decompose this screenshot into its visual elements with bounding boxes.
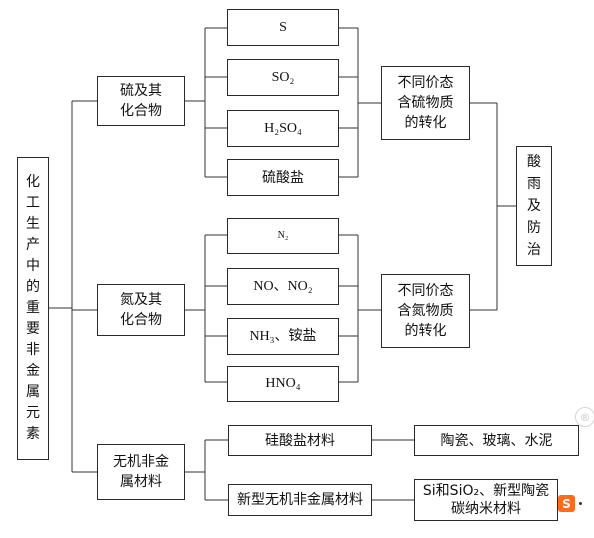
branch-nitrogen-box: 氮及其 化合物 — [97, 284, 185, 336]
acid-rain-char: 防 — [527, 220, 541, 236]
root-topic-box: 化工生产中的重要非金属元素 — [17, 157, 49, 460]
root-topic-char: 工 — [26, 195, 40, 211]
nitrogen-item-n2: N₂ — [227, 218, 339, 254]
transform-sulfur-line-2: 含硫物质 — [397, 95, 454, 111]
branch-inorganic-line-1: 无机非金 — [113, 454, 169, 470]
branch-sulfur-line-2: 化合物 — [120, 103, 162, 119]
example-new-inorganic-line-1: Si和SiO₂、新型陶瓷 — [422, 483, 550, 499]
transform-sulfur-box: 不同价态 含硫物质 的转化 — [381, 66, 470, 140]
branch-nitrogen-line-1: 氮及其 — [120, 292, 162, 308]
sulfur-item-s: S — [227, 9, 339, 46]
example-silicate-text: 陶瓷、玻璃、水泥 — [440, 432, 553, 449]
root-topic-char: 素 — [26, 426, 40, 442]
sulfur-item-h2so4: H₂SO₄ — [227, 110, 339, 147]
branch-inorganic-box: 无机非金 属材料 — [97, 444, 185, 500]
root-topic-char: 化 — [26, 174, 40, 190]
transform-nitrogen-line-2: 含氮物质 — [397, 303, 454, 319]
acid-rain-char: 治 — [527, 242, 541, 258]
acid-rain-char: 及 — [527, 198, 541, 214]
root-topic-char: 要 — [26, 321, 40, 337]
acid-rain-box: 酸雨及防治 — [516, 146, 552, 266]
dot-icon — [579, 502, 582, 505]
transform-nitrogen-line-1: 不同价态 — [397, 283, 454, 299]
transform-nitrogen-line-3: 的转化 — [404, 323, 447, 339]
registered-mark-icon: ® — [575, 407, 594, 427]
root-topic-char: 产 — [26, 237, 40, 253]
transform-sulfur-line-1: 不同价态 — [397, 75, 454, 91]
branch-inorganic-line-2: 属材料 — [120, 474, 162, 490]
nitrogen-item-hno: HNO₄ — [227, 366, 339, 402]
root-topic-char: 属 — [26, 384, 40, 400]
example-new-inorganic-box: Si和SiO₂、新型陶瓷 碳纳米材料 — [414, 479, 558, 521]
root-topic-char: 金 — [26, 363, 40, 379]
root-topic-char: 生 — [26, 216, 40, 232]
material-silicate-box: 硅酸盐材料 — [228, 425, 372, 456]
sulfur-item-so2: SO₂ — [227, 59, 339, 96]
material-new-inorganic-box: 新型无机非金属材料 — [228, 484, 372, 516]
root-topic-char: 非 — [26, 342, 40, 358]
nitrogen-item-nox: NO、NO₂ — [227, 268, 339, 305]
transform-sulfur-line-3: 的转化 — [404, 115, 447, 131]
transform-nitrogen-box: 不同价态 含氮物质 的转化 — [381, 274, 470, 348]
branch-nitrogen-line-2: 化合物 — [120, 312, 162, 328]
root-topic-char: 的 — [26, 279, 40, 295]
nitrogen-item-nh3: NH₃、铵盐 — [227, 318, 339, 355]
example-new-inorganic-line-2: 碳纳米材料 — [451, 501, 521, 517]
acid-rain-char: 雨 — [527, 176, 541, 192]
branch-sulfur-line-1: 硫及其 — [120, 83, 162, 99]
root-topic-char: 元 — [26, 405, 40, 421]
root-topic-char: 重 — [26, 300, 40, 316]
acid-rain-char: 酸 — [527, 154, 541, 170]
branch-sulfur-box: 硫及其 化合物 — [97, 76, 185, 126]
example-silicate-box: 陶瓷、玻璃、水泥 — [414, 425, 579, 456]
sulfur-item-sulfate: 硫酸盐 — [227, 159, 339, 196]
sogou-logo-icon: S — [558, 495, 575, 512]
root-topic-char: 中 — [26, 258, 40, 274]
